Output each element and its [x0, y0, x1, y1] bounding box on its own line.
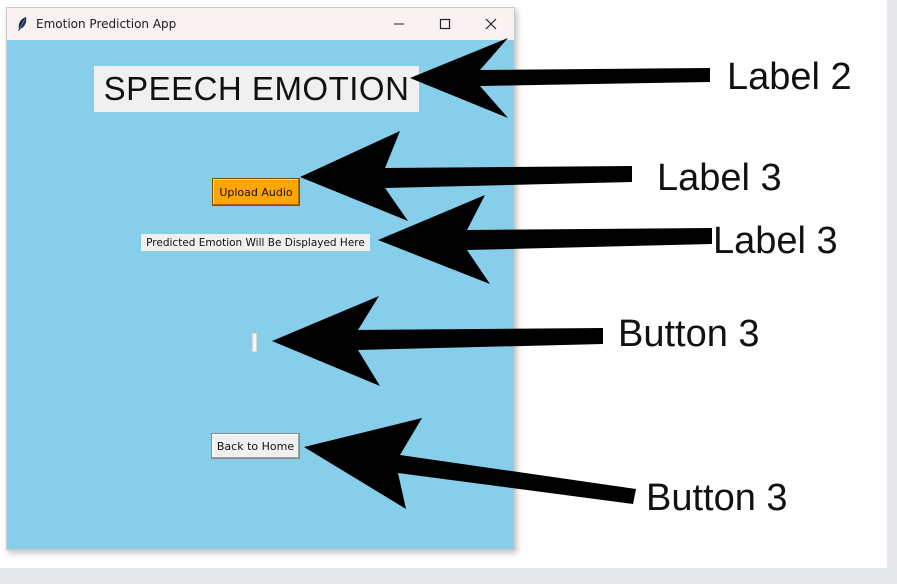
predicted-emotion-label: Predicted Emotion Will Be Displayed Here — [141, 234, 370, 251]
arrow-small-button — [272, 296, 603, 386]
minimize-icon — [394, 23, 404, 25]
screenshot-canvas: Emotion Prediction App SPEECH EMOTION Up… — [0, 0, 887, 568]
unlabeled-button[interactable] — [252, 333, 257, 352]
window-title: Emotion Prediction App — [36, 17, 177, 31]
title-bar[interactable]: Emotion Prediction App — [7, 8, 514, 40]
close-button[interactable] — [468, 8, 514, 40]
window-controls — [376, 8, 514, 40]
annotation-label-3-predicted: Label 3 — [713, 220, 838, 262]
arrow-back-button — [304, 418, 636, 509]
annotation-button-3-small: Button 3 — [618, 313, 760, 355]
back-to-home-button[interactable]: Back to Home — [211, 433, 300, 459]
annotation-label-3-upload: Label 3 — [657, 157, 782, 199]
arrow-upload-audio — [300, 131, 632, 221]
maximize-button[interactable] — [422, 8, 468, 40]
minimize-button[interactable] — [376, 8, 422, 40]
upload-audio-button[interactable]: Upload Audio — [212, 178, 300, 206]
annotation-label-2: Label 2 — [727, 56, 852, 98]
close-icon — [485, 18, 497, 30]
speech-emotion-heading: SPEECH EMOTION — [94, 66, 419, 112]
arrow-predicted-label — [378, 195, 712, 284]
feather-icon — [11, 13, 33, 35]
annotation-button-3-home: Button 3 — [646, 477, 788, 519]
maximize-icon — [439, 18, 451, 30]
app-window: Emotion Prediction App SPEECH EMOTION Up… — [6, 7, 515, 550]
arrow-label-2 — [410, 38, 710, 118]
